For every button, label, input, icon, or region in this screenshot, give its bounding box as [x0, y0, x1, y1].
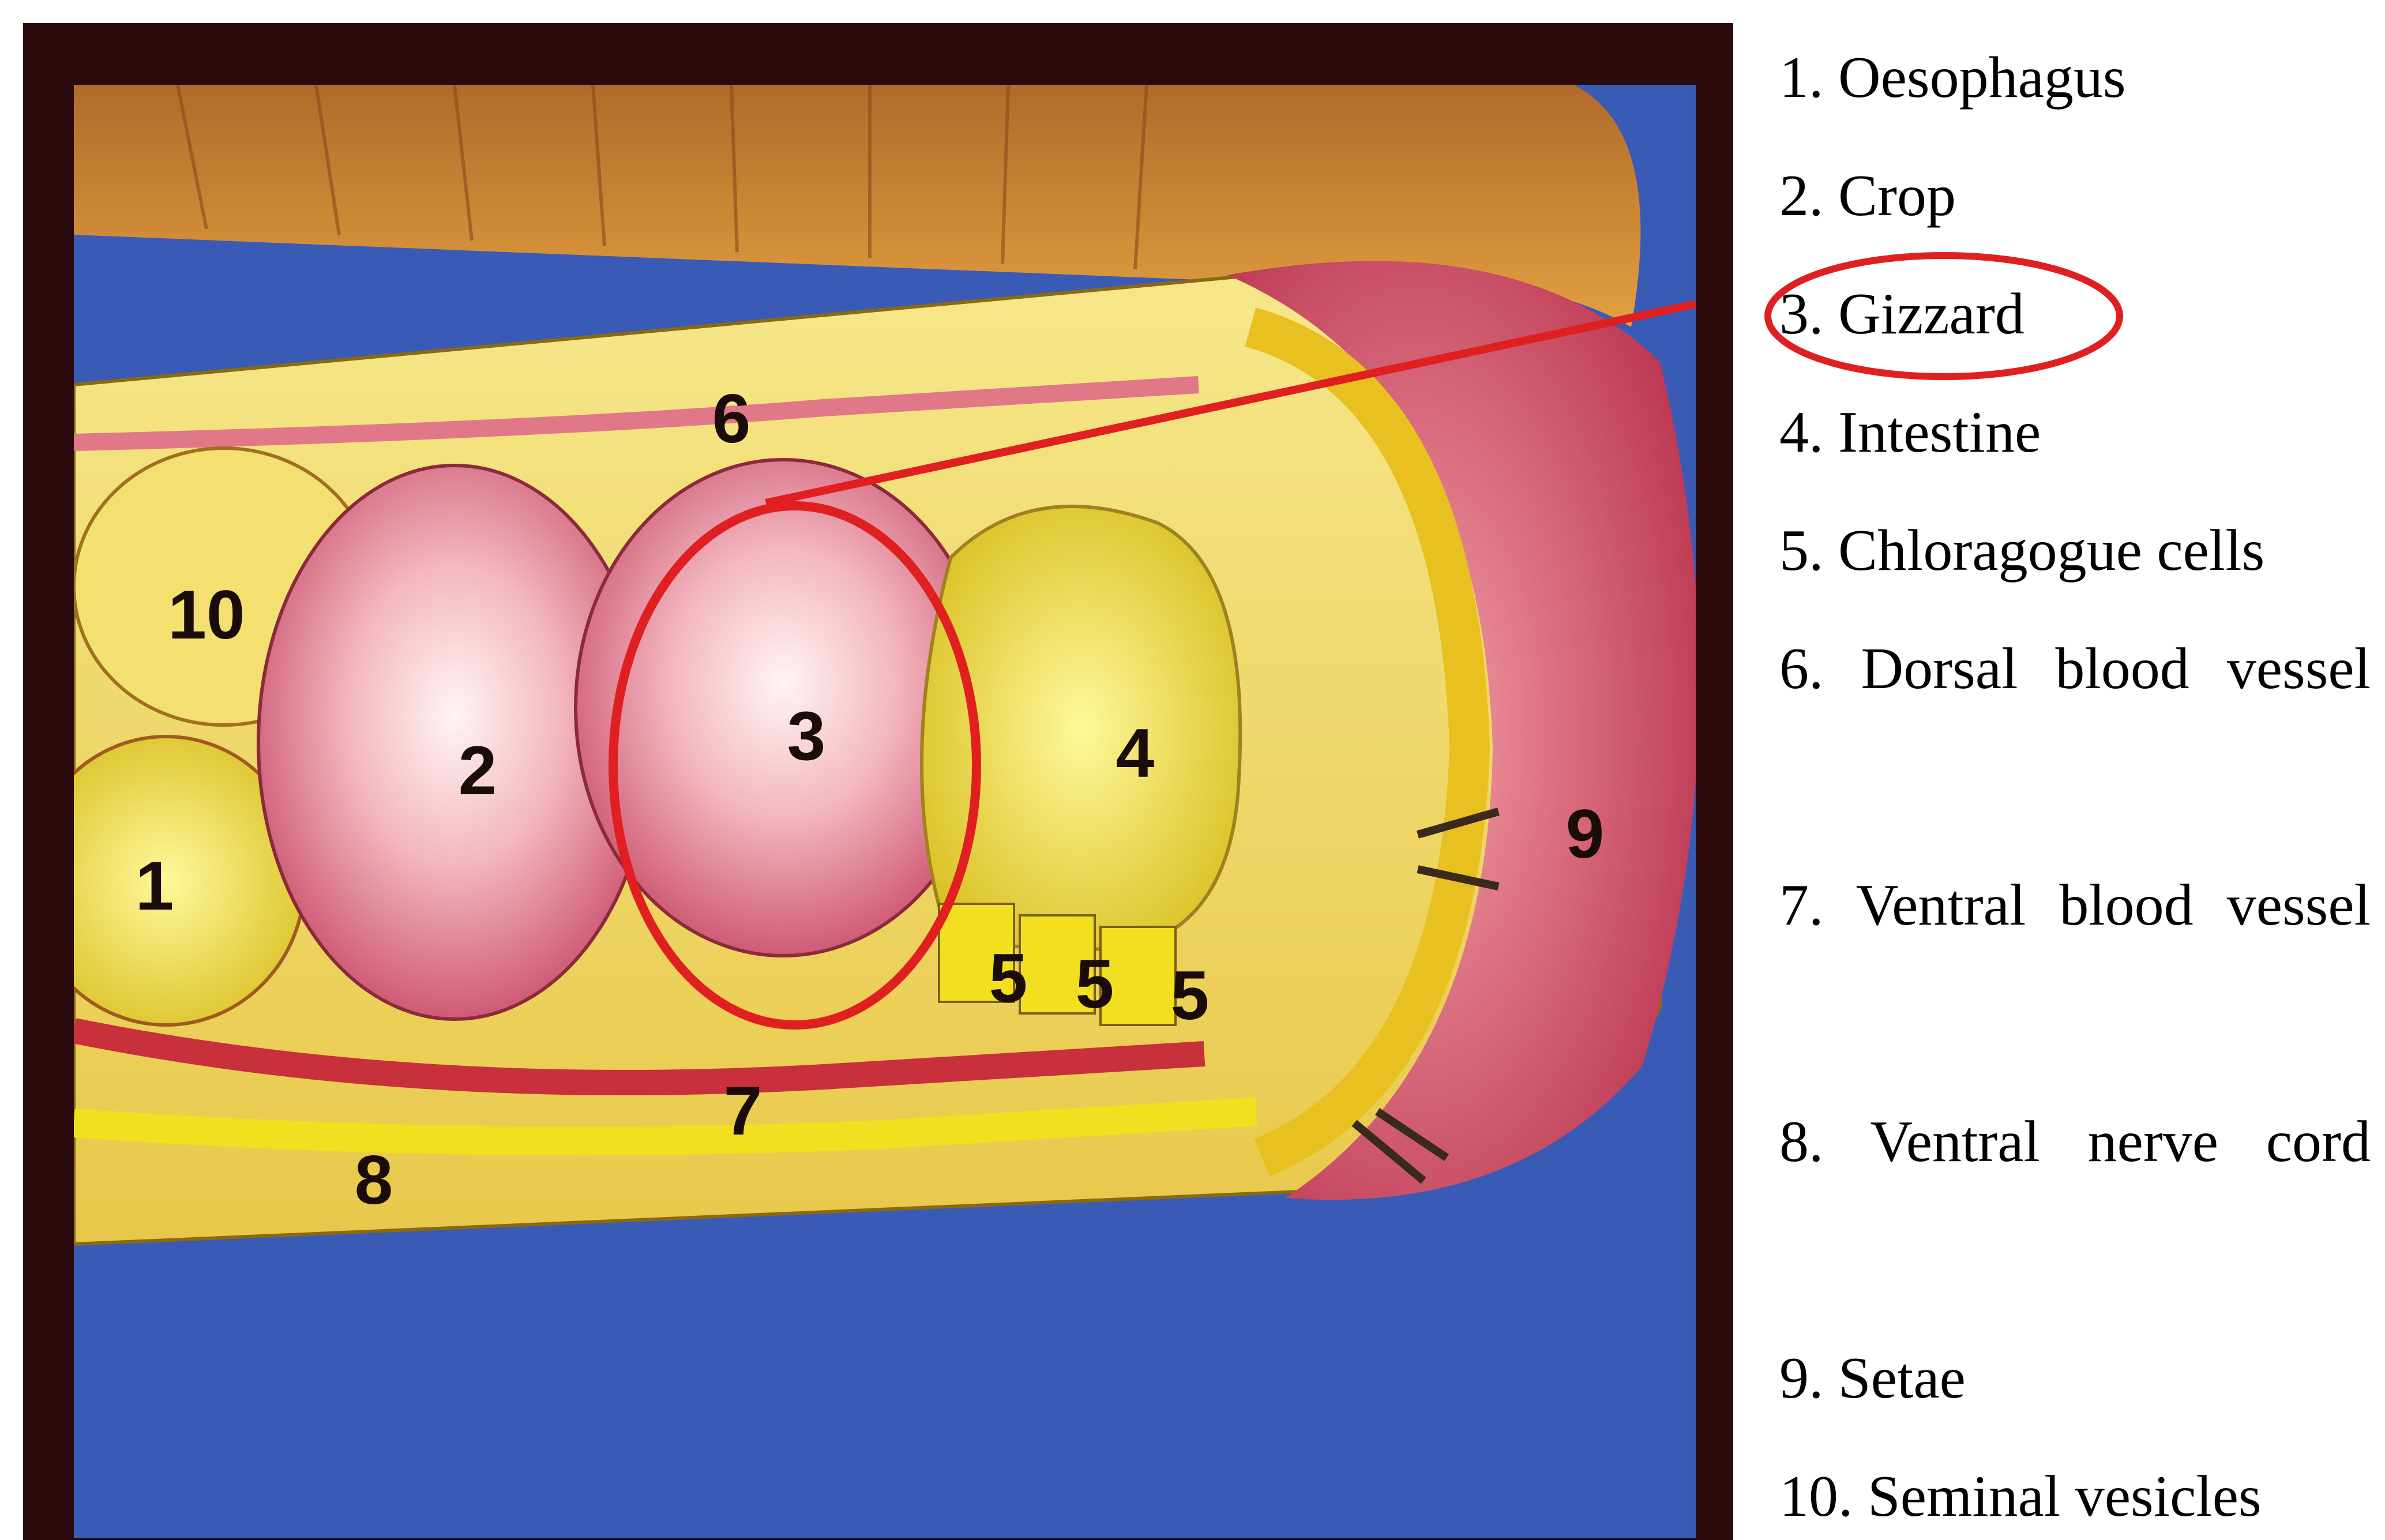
legend-item-setae: 9. Setae	[1779, 1344, 2371, 1413]
diagram-label-1: 1	[136, 847, 174, 925]
legend-item-dorsal-blood-vessel: 6. Dorsal blood vessel	[1779, 634, 2371, 704]
earthworm-illustration: 1 2 3 4 5 5 5 6 7 8 9 10	[74, 85, 1696, 1538]
diagram-label-7: 7	[724, 1072, 763, 1150]
legend-item-ventral-nerve-cord: 8. Ventral nerve cord	[1779, 1107, 2371, 1177]
diagram-label-2: 2	[459, 732, 497, 809]
diagram-label-5b: 5	[1076, 945, 1114, 1023]
legend-item-seminal-vesicles: 10. Seminal vesicles	[1779, 1462, 2371, 1531]
figure-frame: 1 2 3 4 5 5 5 6 7 8 9 10	[23, 23, 1733, 1540]
diagram-label-6: 6	[712, 380, 751, 457]
intestine-shape	[922, 506, 1240, 950]
legend-item-crop: 2. Crop	[1779, 161, 2371, 231]
diagram-label-8: 8	[355, 1141, 393, 1219]
diagram-label-5a: 5	[989, 940, 1028, 1017]
legend-item-intestine: 4. Intestine	[1779, 398, 2371, 467]
diagram-label-9: 9	[1566, 795, 1605, 873]
diagram-label-4: 4	[1116, 715, 1155, 792]
diagram-label-3: 3	[787, 697, 826, 775]
legend-item-chloragogue-cells: 5. Chloragogue cells	[1779, 516, 2371, 585]
diagram-label-10: 10	[168, 576, 245, 653]
diagram-label-5c: 5	[1171, 957, 1210, 1034]
gizzard-legend-highlight	[1759, 248, 2128, 398]
legend-item-oesophagus: 1. Oesophagus	[1779, 43, 2371, 112]
legend: 1. Oesophagus 2. Crop 3. Gizzard 4. Inte…	[1779, 23, 2373, 1534]
legend-item-ventral-blood-vessel: 7. Ventral blood vessel	[1779, 871, 2371, 940]
